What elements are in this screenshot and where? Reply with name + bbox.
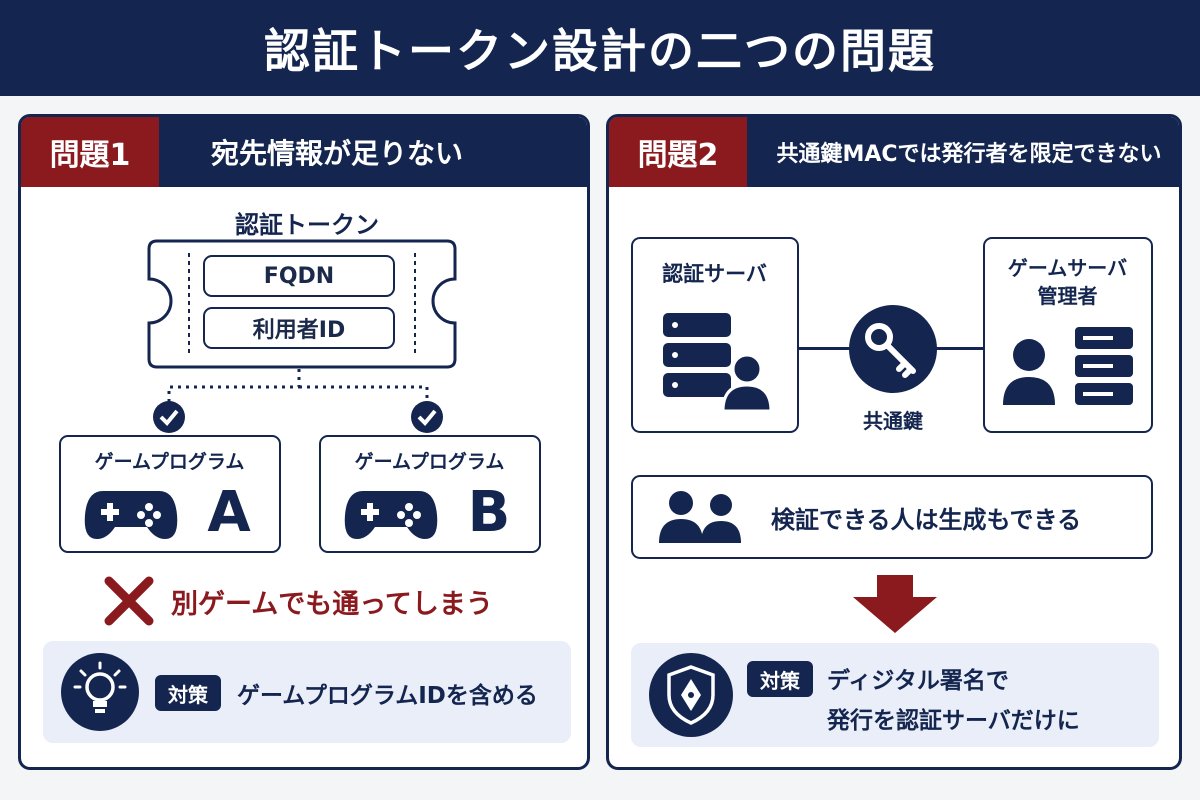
problem1-badge: 問題1	[21, 117, 159, 187]
problem1-panel: 問題1 宛先情報が足りない 認証トークン FQDN 利用者ID ゲームプログラム…	[18, 114, 590, 770]
key-icon	[849, 305, 937, 393]
problem2-title: 共通鍵MACでは発行者を限定できない	[776, 142, 1162, 167]
solution-tag: 対策	[747, 661, 813, 697]
problem2-solution: 対策 ディジタル署名で 発行を認証サーバだけに	[631, 643, 1159, 747]
cross-icon	[104, 576, 154, 626]
game-admin-label-line2: 管理者	[1037, 283, 1098, 308]
solution-line2: 発行を認証サーバだけに	[827, 708, 1080, 734]
auth-server-label: 認証サーバ	[662, 262, 767, 286]
lightbulb-icon	[61, 653, 139, 731]
token-label: 認証トークン	[235, 210, 379, 239]
token-connector	[167, 369, 429, 407]
problem2-panel: 問題2 共通鍵MACでは発行者を限定できない 認証サーバ 共通鍵 ゲームサーバ …	[606, 114, 1182, 770]
problem2-header: 問題2 共通鍵MACでは発行者を限定できない	[609, 117, 1179, 187]
auth-server-box: 認証サーバ	[631, 237, 799, 433]
page-title: 認証トークン設計の二つの問題	[0, 0, 1200, 96]
game-program-b: ゲームプログラム B	[319, 435, 541, 553]
token-field-user-id: 利用者ID	[203, 307, 395, 349]
gamepad-icon	[344, 491, 438, 539]
arrow-down-icon	[853, 575, 937, 633]
problem2-badge: 問題2	[609, 117, 747, 187]
problem1-solution: 対策 ゲームプログラムIDを含める	[43, 641, 571, 743]
problem1-header: 問題1 宛先情報が足りない	[21, 117, 587, 187]
shield-pen-icon	[649, 653, 733, 737]
check-icon	[153, 401, 185, 433]
game-admin-label-line1: ゲームサーバ	[1007, 255, 1128, 280]
game-program-a: ゲームプログラム A	[59, 435, 281, 553]
gamepad-icon	[84, 491, 178, 539]
solution-text: ゲームプログラムIDを含める	[237, 683, 538, 709]
users-icon	[659, 491, 741, 543]
solution-tag: 対策	[155, 675, 221, 711]
game-program-b-letter: B	[467, 479, 511, 545]
game-program-a-letter: A	[207, 479, 251, 545]
admin-server-icon	[1003, 327, 1133, 405]
game-program-a-label: ゲームプログラム	[94, 450, 245, 473]
note-box: 検証できる人は生成もできる	[631, 475, 1153, 559]
token-field-fqdn: FQDN	[203, 255, 395, 297]
server-user-icon	[663, 313, 773, 411]
note-text: 検証できる人は生成もできる	[771, 505, 1082, 534]
game-admin-box: ゲームサーバ 管理者	[983, 237, 1153, 433]
check-icon	[411, 401, 443, 433]
problem1-title: 宛先情報が足りない	[211, 137, 464, 170]
solution-line1: ディジタル署名で	[827, 668, 1009, 694]
warning-text: 別ゲームでも通ってしまう	[171, 588, 493, 620]
game-program-b-label: ゲームプログラム	[354, 450, 505, 473]
key-label: 共通鍵	[863, 408, 923, 433]
